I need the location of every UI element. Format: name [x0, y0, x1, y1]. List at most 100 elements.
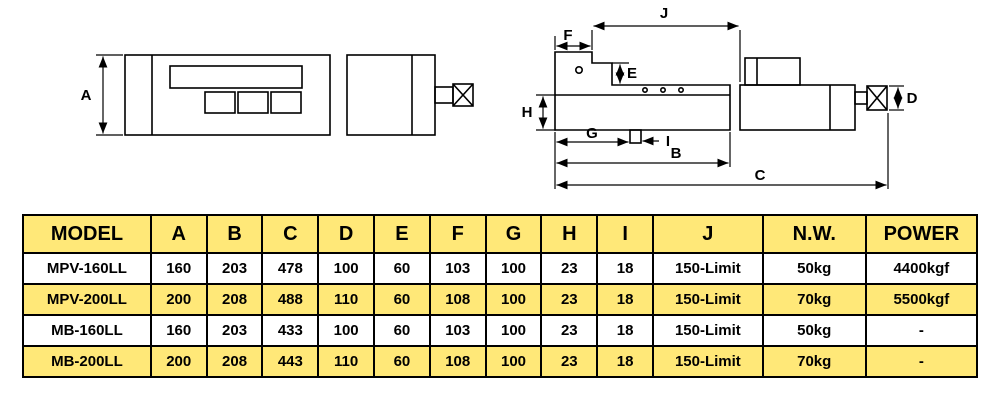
value-cell: 203	[205, 252, 264, 285]
column-header: F	[428, 214, 487, 254]
value-cell: 18	[596, 252, 655, 285]
work-stop-tab	[629, 129, 642, 144]
dim-D	[889, 85, 904, 111]
value-cell: 203	[205, 314, 264, 347]
side-view-body	[554, 51, 731, 144]
value-cell: 70kg	[761, 283, 867, 316]
value-cell: 208	[205, 345, 264, 378]
value-cell: 108	[428, 345, 487, 378]
value-cell: 60	[373, 345, 431, 378]
dim-label-B: B	[671, 145, 682, 162]
model-cell: MB-200LL	[22, 345, 152, 378]
table-row: MB-160LL 160 203 433 100 60 103 100 23 1…	[22, 314, 979, 347]
value-cell: 23	[540, 283, 599, 316]
value-cell: 5500kgf	[864, 283, 979, 316]
dim-label-J: J	[660, 5, 668, 22]
column-header: N.W.	[761, 214, 867, 254]
value-cell: 150-Limit	[652, 314, 764, 347]
value-cell: 60	[373, 252, 431, 285]
value-cell: 60	[373, 314, 431, 347]
value-cell: 100	[484, 314, 543, 347]
bolt-hole-icon	[574, 66, 583, 75]
column-header: B	[205, 214, 264, 254]
dim-label-E: E	[627, 65, 637, 82]
value-cell: 50kg	[761, 314, 867, 347]
column-header: D	[317, 214, 376, 254]
model-cell: MPV-160LL	[22, 252, 152, 285]
dim-label-F: F	[563, 27, 572, 44]
value-cell: 18	[596, 345, 655, 378]
value-cell: 160	[149, 252, 208, 285]
value-cell: 23	[540, 252, 599, 285]
dim-G	[554, 132, 629, 189]
value-cell: 23	[540, 345, 599, 378]
column-header: E	[373, 214, 431, 254]
value-cell: -	[864, 345, 979, 378]
model-cell: MPV-200LL	[22, 283, 152, 316]
bolt-hole-icon	[677, 87, 684, 94]
value-cell: 478	[261, 252, 320, 285]
plan-view-slide	[346, 54, 474, 136]
table-row: MPV-160LL 160 203 478 100 60 103 100 23 …	[22, 252, 979, 285]
column-header: G	[484, 214, 543, 254]
bolt-hole-icon	[659, 87, 666, 94]
value-cell: 150-Limit	[652, 283, 764, 316]
value-cell: 50kg	[761, 252, 867, 285]
value-cell: 150-Limit	[652, 345, 764, 378]
value-cell: 433	[261, 314, 320, 347]
screw-end-icon	[866, 85, 888, 111]
table-row: MPV-200LL 200 208 488 110 60 108 100 23 …	[22, 283, 979, 316]
value-cell: 443	[261, 345, 320, 378]
column-header: C	[261, 214, 320, 254]
value-cell: 18	[596, 314, 655, 347]
dim-E	[612, 62, 629, 84]
dim-label-A: A	[81, 87, 92, 104]
value-cell: 18	[596, 283, 655, 316]
value-cell: 103	[428, 314, 487, 347]
table-row: MB-200LL 200 208 443 110 60 108 100 23 1…	[22, 345, 979, 378]
vise-technical-drawing: A J F E	[81, 5, 918, 190]
value-cell: 200	[149, 345, 208, 378]
dim-label-D: D	[907, 90, 918, 107]
value-cell: 100	[484, 345, 543, 378]
plan-view-body	[124, 54, 331, 136]
value-cell: 150-Limit	[652, 252, 764, 285]
column-header: A	[149, 214, 208, 254]
value-cell: 60	[373, 283, 431, 316]
column-header: J	[652, 214, 764, 254]
bolt-hole-icon	[641, 87, 648, 94]
value-cell: 160	[149, 314, 208, 347]
dim-H	[536, 94, 556, 131]
value-cell: 4400kgf	[864, 252, 979, 285]
dim-label-H: H	[522, 104, 533, 121]
table-header-row: MODEL A B C D E F G H I J N.W. POWER	[22, 214, 979, 254]
dim-C	[556, 113, 889, 190]
dim-B	[556, 132, 731, 168]
value-cell: 110	[317, 283, 376, 316]
value-cell: 70kg	[761, 345, 867, 378]
value-cell: 208	[205, 283, 264, 316]
column-header: MODEL	[22, 214, 152, 254]
value-cell: 100	[317, 252, 376, 285]
value-cell: 108	[428, 283, 487, 316]
value-cell: 100	[317, 314, 376, 347]
dim-label-G: G	[586, 125, 598, 142]
dim-label-I: I	[666, 133, 670, 150]
value-cell: 100	[484, 252, 543, 285]
value-cell: 103	[428, 252, 487, 285]
dim-label-C: C	[755, 167, 766, 184]
column-header: I	[596, 214, 655, 254]
dim-A	[96, 54, 123, 136]
value-cell: 23	[540, 314, 599, 347]
column-header: H	[540, 214, 599, 254]
spec-table: MODEL A B C D E F G H I J N.W. POWER MPV…	[22, 214, 979, 378]
value-cell: -	[864, 314, 979, 347]
value-cell: 488	[261, 283, 320, 316]
dim-F	[554, 36, 591, 51]
dim-J	[591, 21, 741, 82]
model-cell: MB-160LL	[22, 314, 152, 347]
value-cell: 100	[484, 283, 543, 316]
screw-end-icon	[452, 83, 474, 107]
side-view-slide	[739, 57, 888, 131]
value-cell: 200	[149, 283, 208, 316]
